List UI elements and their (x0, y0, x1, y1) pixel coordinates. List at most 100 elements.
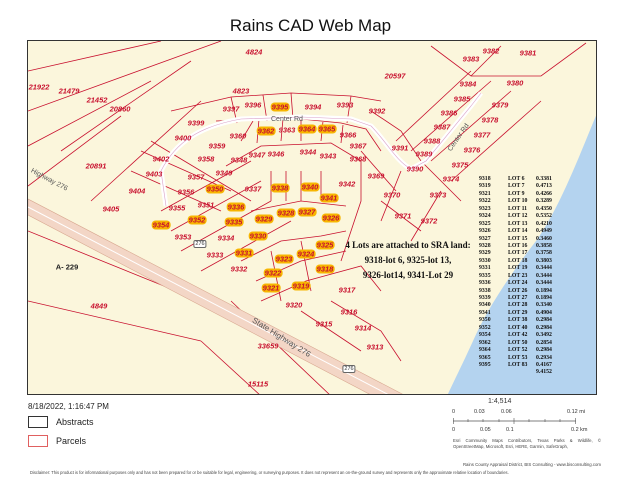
parcel-label-highlighted[interactable]: 9336 (226, 202, 246, 212)
parcel-label[interactable]: 9393 (336, 100, 354, 110)
parcel-label[interactable]: 20860 (109, 104, 131, 114)
parcel-label[interactable]: 9356 (177, 187, 195, 197)
parcel-label[interactable]: 9397 (222, 104, 240, 114)
parcel-label[interactable]: 4823 (232, 86, 250, 96)
parcel-label[interactable]: 9379 (491, 100, 509, 110)
parcel-label[interactable]: 9385 (453, 94, 471, 104)
parcel-label[interactable]: 9342 (338, 179, 356, 189)
parcel-label-highlighted[interactable]: 9362 (256, 126, 276, 136)
parcel-label[interactable]: 9344 (299, 147, 317, 157)
parcel-label[interactable]: 9380 (506, 78, 524, 88)
parcel-label[interactable]: 9368 (349, 154, 367, 164)
parcel-label[interactable]: 9313 (366, 342, 384, 352)
parcel-label[interactable]: 9343 (319, 151, 337, 161)
parcel-label[interactable]: 9384 (459, 79, 477, 89)
parcel-label[interactable]: 9359 (208, 141, 226, 151)
parcel-label-highlighted[interactable]: 9350 (205, 184, 225, 194)
parcel-label[interactable]: 9382 (482, 46, 500, 56)
parcel-label-highlighted[interactable]: 9340 (300, 182, 320, 192)
parcel-label[interactable]: 9390 (406, 164, 424, 174)
parcel-label[interactable]: 9399 (187, 118, 205, 128)
parcel-label[interactable]: 9377 (473, 130, 491, 140)
parcel-label[interactable]: 9403 (145, 169, 163, 179)
parcel-label[interactable]: 9334 (217, 233, 235, 243)
map-canvas[interactable]: Center Rd Center Rd Highway 276 State Hi… (27, 40, 597, 395)
parcel-label[interactable]: 9349 (215, 168, 233, 178)
parcel-label[interactable]: 9317 (338, 285, 356, 295)
parcel-label[interactable]: 9391 (391, 143, 409, 153)
parcel-label[interactable]: 9320 (285, 300, 303, 310)
parcel-label[interactable]: 9378 (481, 115, 499, 125)
parcel-label[interactable]: 9337 (244, 184, 262, 194)
parcel-label[interactable]: 4849 (90, 301, 108, 311)
parcel-label-highlighted[interactable]: 9335 (224, 217, 244, 227)
parcel-label-highlighted[interactable]: 9341 (319, 193, 339, 203)
parcel-label[interactable]: 9383 (462, 54, 480, 64)
parcel-label[interactable]: 9314 (354, 323, 372, 333)
parcel-label[interactable]: 9367 (349, 141, 367, 151)
parcel-label-highlighted[interactable]: 9364 (297, 124, 317, 134)
parcel-label[interactable]: 9363 (278, 125, 296, 135)
parcel-label[interactable]: 9373 (429, 190, 447, 200)
parcel-label[interactable]: 9386 (440, 108, 458, 118)
parcel-label[interactable]: 9381 (519, 48, 537, 58)
parcel-label[interactable]: 9347 (248, 150, 266, 160)
parcel-label[interactable]: 9394 (304, 102, 322, 112)
parcel-label[interactable]: 9376 (463, 145, 481, 155)
parcel-label[interactable]: 9402 (152, 154, 170, 164)
parcel-label-highlighted[interactable]: 9323 (274, 254, 294, 264)
parcel-label[interactable]: 9315 (315, 319, 333, 329)
parcel-label-highlighted[interactable]: 9325 (315, 240, 335, 250)
parcel-label[interactable]: 9396 (244, 100, 262, 110)
parcel-label[interactable]: 9357 (187, 172, 205, 182)
parcel-label[interactable]: 15115 (247, 379, 269, 389)
parcel-label-highlighted[interactable]: 9329 (254, 214, 274, 224)
parcel-label[interactable]: 9346 (267, 149, 285, 159)
parcel-label[interactable]: 9351 (197, 200, 215, 210)
parcel-label[interactable]: 21452 (86, 95, 108, 105)
parcel-label[interactable]: 9388 (423, 136, 441, 146)
parcel-label[interactable]: 9366 (339, 130, 357, 140)
parcel-label[interactable]: A- 229 (55, 262, 79, 272)
parcel-label[interactable]: 9355 (168, 203, 186, 213)
parcel-label[interactable]: 9375 (451, 160, 469, 170)
parcel-label-highlighted[interactable]: 9365 (317, 124, 337, 134)
parcel-label[interactable]: 9389 (415, 149, 433, 159)
parcel-label[interactable]: 9371 (394, 211, 412, 221)
parcel-label-highlighted[interactable]: 9324 (296, 249, 316, 259)
parcel-label-highlighted[interactable]: 9338 (270, 183, 290, 193)
parcel-label[interactable]: 4824 (245, 47, 263, 57)
parcel-label[interactable]: 9387 (433, 122, 451, 132)
parcel-label-highlighted[interactable]: 9319 (291, 281, 311, 291)
parcel-label[interactable]: 9370 (383, 190, 401, 200)
parcel-label[interactable]: 9333 (206, 250, 224, 260)
parcel-label[interactable]: 20597 (384, 71, 406, 81)
parcel-label[interactable]: 9358 (197, 154, 215, 164)
parcel-label-highlighted[interactable]: 9331 (234, 248, 254, 258)
parcel-label-highlighted[interactable]: 9318 (315, 264, 335, 274)
parcel-label[interactable]: 21922 (28, 82, 50, 92)
parcel-label[interactable]: 9332 (230, 264, 248, 274)
parcel-label-highlighted[interactable]: 9326 (321, 213, 341, 223)
parcel-label[interactable]: 9374 (442, 174, 460, 184)
parcel-label-highlighted[interactable]: 9354 (151, 220, 171, 230)
parcel-label[interactable]: 9392 (368, 106, 386, 116)
parcel-label-highlighted[interactable]: 9322 (263, 268, 283, 278)
parcel-label[interactable]: 9316 (340, 307, 358, 317)
parcel-label[interactable]: 9360 (229, 131, 247, 141)
parcel-label[interactable]: 9405 (102, 204, 120, 214)
parcel-label-highlighted[interactable]: 9328 (276, 208, 296, 218)
parcel-label[interactable]: 9353 (174, 232, 192, 242)
parcel-label[interactable]: 9400 (174, 133, 192, 143)
parcel-label-highlighted[interactable]: 9321 (261, 283, 281, 293)
parcel-label-highlighted[interactable]: 9352 (187, 215, 207, 225)
parcel-label-highlighted[interactable]: 9330 (248, 231, 268, 241)
parcel-label-highlighted[interactable]: 9327 (297, 207, 317, 217)
parcel-label[interactable]: 9369 (367, 171, 385, 181)
parcel-label-highlighted[interactable]: 9395 (270, 102, 290, 112)
parcel-label[interactable]: 9372 (420, 216, 438, 226)
parcel-label[interactable]: 21479 (58, 86, 80, 96)
parcel-label[interactable]: 9404 (128, 186, 146, 196)
parcel-label[interactable]: 9348 (230, 155, 248, 165)
parcel-label[interactable]: 20891 (85, 161, 107, 171)
